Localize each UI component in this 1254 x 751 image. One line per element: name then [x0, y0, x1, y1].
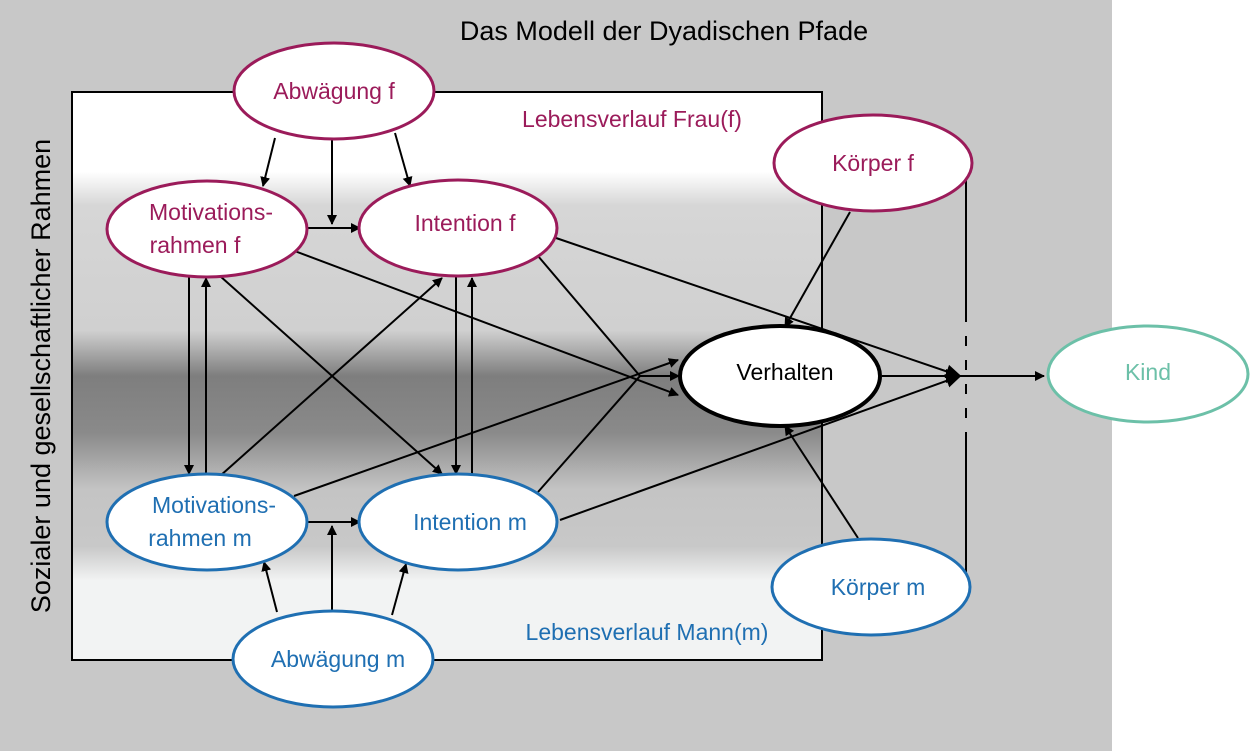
node-label-line2: rahmen m: [148, 525, 252, 551]
edge-motm-verhalten: [293, 358, 679, 497]
node-label-line1: Motivations-: [149, 199, 273, 225]
node-motivationsrahmen-f: Motivations- rahmen f: [105, 179, 309, 279]
node-label: Abwägung f: [273, 78, 395, 104]
node-label: Abwägung m: [271, 646, 405, 672]
node-label: Körper m: [831, 574, 926, 600]
node-abwaegung-f: Abwägung f: [232, 41, 436, 141]
edge-intm-junction: [537, 375, 641, 493]
node-label-line2: rahmen f: [150, 232, 241, 258]
edge-koerperm-verhalten: [784, 425, 859, 539]
label-lebensverlauf-mann: Lebensverlauf Mann(m): [526, 619, 769, 645]
edge-intm-kind-junction: [559, 374, 962, 521]
side-label: Sozialer und gesellschaftlicher Rahmen: [26, 139, 56, 613]
node-label: Kind: [1125, 359, 1171, 385]
node-label-line1: Motivations-: [152, 492, 276, 518]
edge-abwm-motm: [261, 561, 278, 613]
edge-abwf-motf: [260, 137, 276, 187]
connections: [184, 132, 1045, 616]
node-label: Intention m: [413, 509, 527, 535]
edge-motf-verhalten: [291, 249, 679, 397]
node-label: Körper f: [832, 150, 914, 176]
edge-abwm-intm: [391, 563, 409, 616]
node-verhalten: Verhalten: [678, 324, 882, 428]
edge-motm-intf: [219, 277, 443, 477]
node-label: Verhalten: [736, 359, 833, 385]
node-motivationsrahmen-m: Motivations- rahmen m: [105, 472, 309, 572]
edge-motf-intm: [219, 275, 443, 475]
edge-koerperf-verhalten: [784, 211, 851, 328]
edge-intf-kind-junction: [555, 237, 962, 379]
node-intention-m: Intention m: [357, 472, 559, 572]
edge-abwf-intf: [394, 132, 413, 187]
label-lebensverlauf-frau: Lebensverlauf Frau(f): [522, 106, 742, 132]
node-intention-f: Intention f: [357, 178, 559, 278]
diagram-title: Das Modell der Dyadischen Pfade: [460, 16, 868, 46]
node-abwaegung-m: Abwägung m: [231, 609, 435, 709]
node-label: Intention f: [414, 210, 516, 236]
node-koerper-m: Körper m: [770, 537, 972, 637]
node-kind: Kind: [1046, 324, 1250, 424]
edge-intf-junction: [537, 255, 641, 377]
node-koerper-f: Körper f: [772, 113, 974, 213]
